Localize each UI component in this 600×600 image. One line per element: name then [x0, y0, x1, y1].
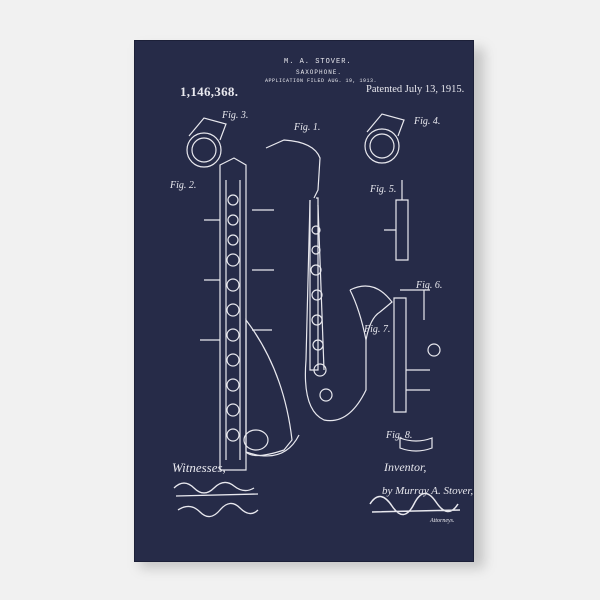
fig2-label: Fig. 2. [170, 180, 197, 191]
application-date: APPLICATION FILED AUG. 19, 1913. [265, 78, 378, 84]
fig5-label: Fig. 5. [370, 184, 397, 195]
patent-drawing [173, 113, 461, 518]
attorneys-label: Attorneys. [430, 518, 455, 524]
witness-signatures [173, 481, 259, 518]
inventor-name: M. A. STOVER. [284, 58, 352, 66]
patent-title: SAXOPHONE. [296, 69, 343, 76]
by-line: by Murray A. Stover, [382, 485, 474, 497]
fig2-keys [226, 194, 240, 442]
fig1-body-top [309, 197, 319, 371]
fig1-neck [265, 139, 321, 199]
patented-date: Patented July 13, 1915. [366, 84, 465, 95]
inventor-label: Inventor, [384, 460, 427, 474]
fig1-keys [310, 225, 333, 402]
fig7-label: Fig. 7. [364, 324, 391, 335]
witnesses-label: Witnesses, [172, 460, 226, 475]
fig8-label: Fig. 8. [386, 430, 413, 441]
fig5-part [395, 199, 409, 261]
fig8-part [399, 437, 433, 452]
fig3-label: Fig. 3. [222, 110, 249, 121]
fig1-label: Fig. 1. [294, 122, 321, 133]
fig7-rod [393, 297, 407, 413]
metal-print-panel: 1,146,368. M. A. STOVER. SAXOPHONE. APPL… [134, 40, 474, 562]
patent-number: 1,146,368. [180, 84, 239, 99]
fig1-bell [349, 285, 393, 341]
fig2-body [219, 157, 247, 471]
fig4-ring [364, 128, 400, 164]
inventor-signature [369, 492, 461, 516]
fig4-label: Fig. 4. [414, 116, 441, 127]
fig3-ring [186, 132, 222, 168]
fig6-label: Fig. 6. [416, 280, 443, 291]
